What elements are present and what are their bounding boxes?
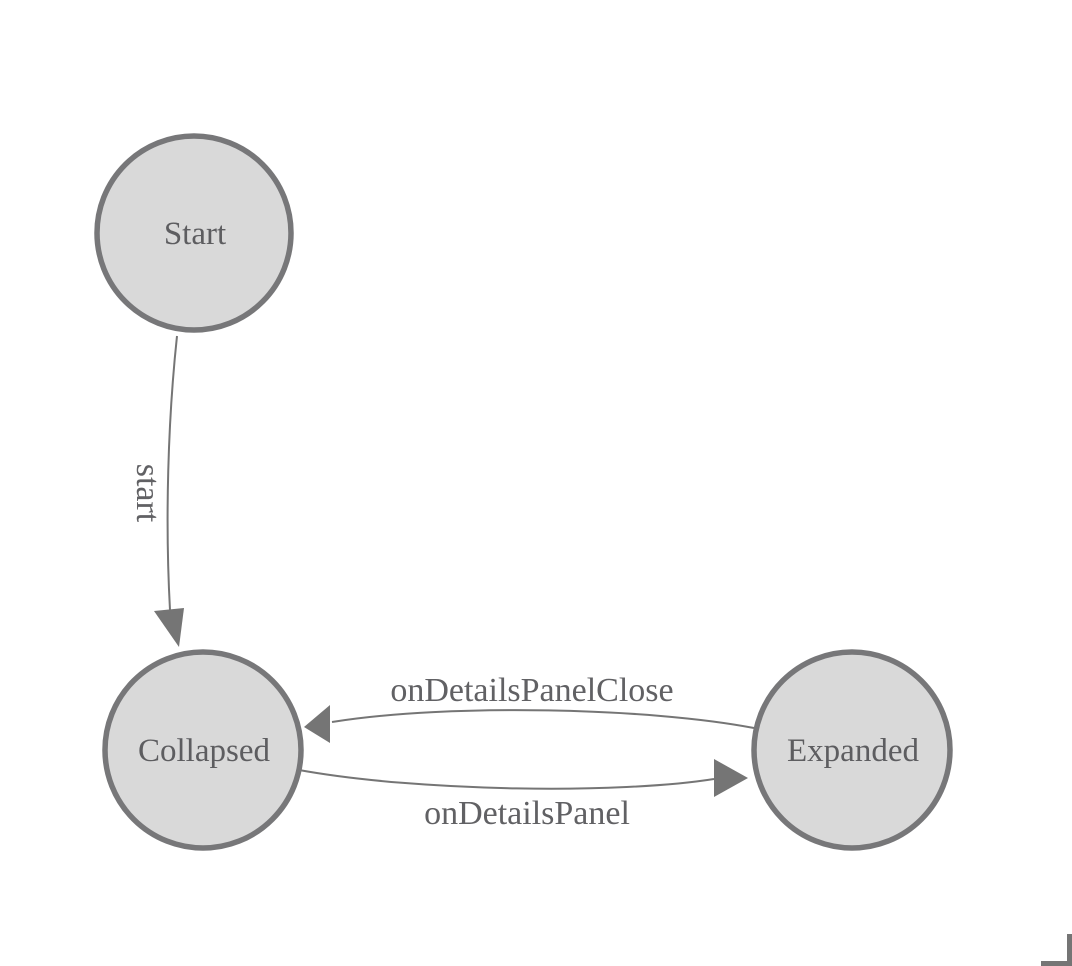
edge-label-start: start — [129, 464, 166, 523]
edge-start-to-collapsed-line — [166, 335, 178, 611]
state-node-start[interactable]: Start — [94, 133, 294, 333]
edge-expanded-to-collapsed-line — [331, 709, 755, 729]
resize-corner-handle[interactable] — [1041, 934, 1072, 966]
state-node-collapsed[interactable]: Collapsed — [102, 649, 304, 851]
state-node-expanded-circle[interactable] — [751, 649, 953, 851]
state-node-start-circle[interactable] — [94, 133, 294, 333]
state-node-start-label: Start — [164, 216, 226, 252]
edge-expanded-to-collapsed: onDetailsPanelClose — [304, 672, 755, 743]
edge-label-on-details-panel: onDetailsPanel — [424, 795, 630, 832]
state-node-expanded[interactable]: Expanded — [751, 649, 953, 851]
resize-corner-vertical-bar — [1067, 934, 1072, 966]
edge-collapsed-to-expanded: onDetailsPanel — [298, 759, 748, 832]
arrowhead-into-collapsed-top — [154, 608, 184, 647]
resize-corner-horizontal-bar — [1041, 961, 1072, 966]
edge-label-on-details-panel-close: onDetailsPanelClose — [390, 672, 673, 709]
state-node-collapsed-label: Collapsed — [138, 733, 270, 769]
arrowhead-into-expanded-left — [714, 759, 748, 797]
edge-start-to-collapsed: start — [129, 335, 184, 647]
edge-collapsed-to-expanded-line — [298, 769, 715, 790]
state-node-expanded-label: Expanded — [787, 733, 919, 769]
arrowhead-into-collapsed-right — [304, 705, 330, 743]
state-node-collapsed-circle[interactable] — [102, 649, 304, 851]
